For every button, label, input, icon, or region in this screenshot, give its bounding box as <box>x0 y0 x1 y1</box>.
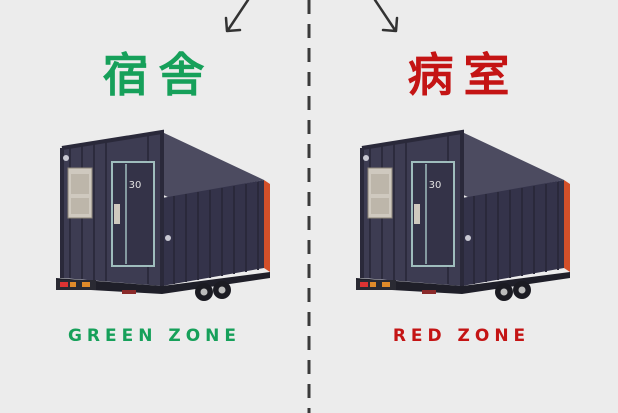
container-trailer-image: 30 <box>56 129 270 301</box>
green-zone-panel: 宿舎 <box>56 0 270 346</box>
red-zone-panel: 病室 30 <box>309 0 618 413</box>
red-zone-label: RED ZONE <box>392 326 531 346</box>
arrow-down-right-icon <box>373 0 399 33</box>
container-trailer-image: 30 <box>356 129 570 301</box>
sickroom-title: 病室 <box>407 48 520 102</box>
green-zone-label: GREEN ZONE <box>67 326 242 346</box>
arrow-down-left-icon <box>224 0 250 33</box>
dormitory-title: 宿舎 <box>102 48 215 102</box>
dashed-divider <box>307 0 311 413</box>
door-number: 30 <box>129 180 142 191</box>
door-number: 30 <box>429 180 442 191</box>
